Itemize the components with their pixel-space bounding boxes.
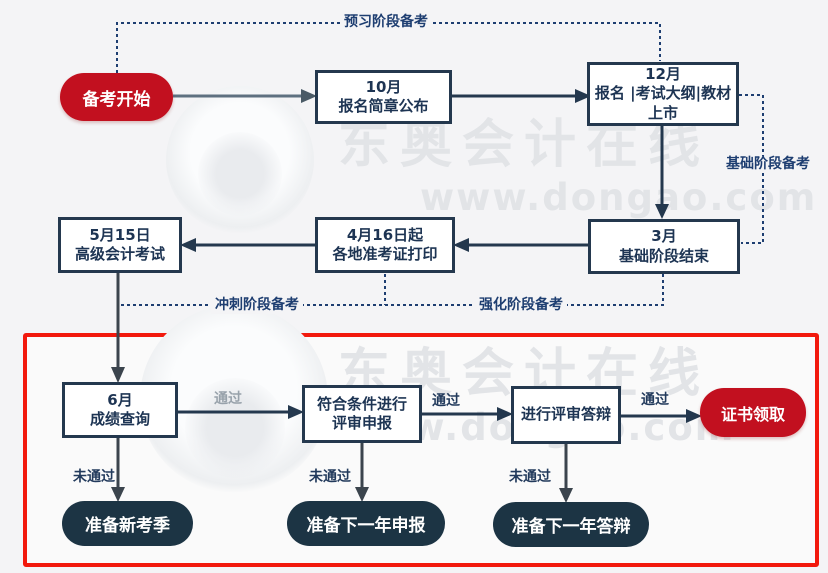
pass-label-3: 通过: [641, 392, 669, 408]
preview-stage-dotted-path: [116, 22, 661, 73]
arrowhead-may-to-jun: [111, 367, 125, 383]
node-december-subtitle: 报名 |考试大纲|教材上市: [594, 84, 732, 122]
node-october-subtitle: 报名简章公布: [338, 97, 429, 115]
node-june-score: 6月 成绩查询: [62, 382, 178, 438]
node-new-season-label: 准备新考季: [85, 516, 170, 536]
intensive-stage-label: 强化阶段备考: [475, 297, 567, 314]
node-certificate: 证书领取: [700, 388, 806, 437]
arrowhead-review-to-defense: [497, 407, 513, 421]
node-review-apply: 符合条件进行 评审申报: [302, 385, 422, 443]
arrowhead-dec-to-mar: [655, 204, 669, 219]
node-review-apply-subtitle: 评审申报: [331, 414, 392, 432]
node-start-label: 备考开始: [82, 89, 151, 110]
arrowhead-oct-to-dec: [575, 89, 591, 103]
node-april-ticket-subtitle: 各地准考证打印: [332, 245, 438, 263]
node-next-year-apply-label: 准备下一年申报: [306, 516, 426, 536]
fail-label-1: 未通过: [73, 469, 115, 485]
arrowhead-jun-fail: [111, 487, 125, 502]
arrowhead-defense-fail: [559, 488, 573, 503]
preview-stage-label: 预习阶段备考: [340, 14, 432, 31]
node-defense: 进行评审答辩: [511, 386, 621, 444]
node-defense-label: 进行评审答辩: [520, 405, 611, 424]
node-may-exam-subtitle: 高级会计考试: [74, 245, 165, 263]
node-june-score-subtitle: 成绩查询: [89, 410, 150, 428]
node-april-ticket-title: 4月16日起: [346, 225, 424, 244]
node-june-score-title: 6月: [107, 390, 133, 409]
arrowhead-review-fail: [355, 487, 369, 502]
node-march-subtitle: 基础阶段结束: [618, 246, 709, 265]
arrowhead-mar-to-apr: [453, 238, 469, 252]
node-march-title: 3月: [651, 227, 677, 245]
node-october-title: 10月: [365, 77, 402, 96]
node-review-apply-title: 符合条件进行: [316, 394, 407, 413]
node-certificate-label: 证书领取: [720, 404, 785, 424]
node-december-title: 12月: [645, 64, 681, 83]
node-april-ticket: 4月16日起 各地准考证打印: [315, 217, 455, 273]
node-march: 3月 基础阶段结束: [588, 219, 740, 274]
intensive-sprint-stage-dotted-path: [119, 274, 664, 306]
node-may-exam-title: 5月15日: [89, 225, 151, 244]
basic-stage-label: 基础阶段备考: [722, 156, 814, 173]
node-next-year-defense: 准备下一年答辩: [493, 502, 649, 547]
pass-label-2: 通过: [432, 393, 460, 409]
fail-label-3: 未通过: [509, 469, 551, 485]
arrowhead-defense-to-certificate: [686, 409, 702, 423]
node-october: 10月 报名简章公布: [315, 70, 452, 124]
node-december: 12月 报名 |考试大纲|教材上市: [587, 62, 739, 126]
arrowhead-apr-to-may: [180, 238, 196, 252]
node-may-exam: 5月15日 高级会计考试: [58, 217, 182, 273]
node-next-year-defense-label: 准备下一年答辩: [511, 517, 631, 537]
node-start: 备考开始: [60, 73, 173, 121]
node-next-year-apply: 准备下一年申报: [287, 501, 445, 546]
node-new-season: 准备新考季: [62, 501, 193, 546]
